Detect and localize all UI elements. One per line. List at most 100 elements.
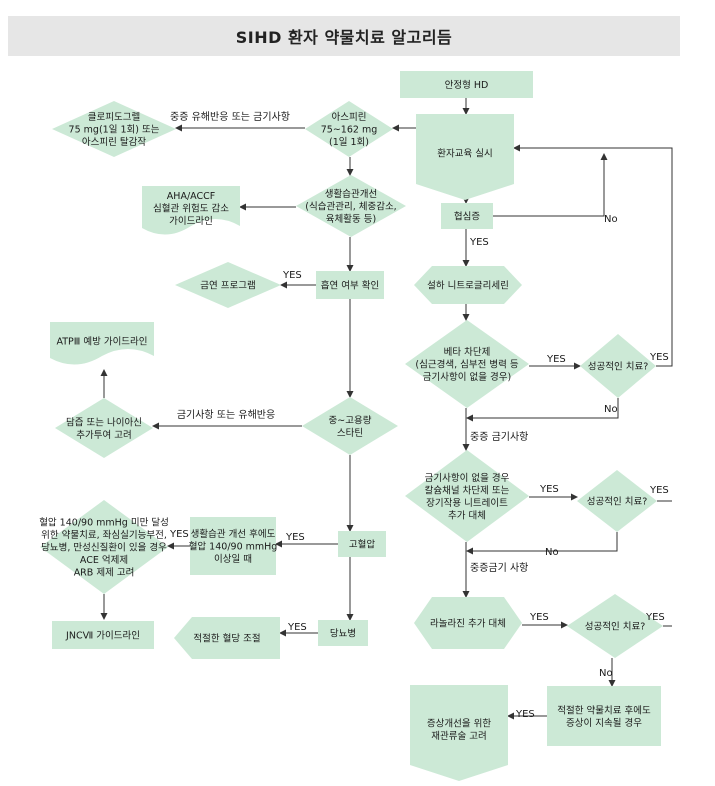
edge-label: YES bbox=[649, 485, 669, 496]
node-label: 베타 차단제 bbox=[444, 346, 491, 358]
node-label: 흡연 여부 확인 bbox=[321, 280, 379, 292]
edge-label: YES bbox=[649, 352, 669, 363]
node-glucose-control bbox=[174, 617, 280, 659]
edge-label: YES bbox=[645, 612, 665, 623]
edge-label: No bbox=[604, 404, 618, 415]
node-label: 성공적인 치료? bbox=[585, 621, 646, 633]
edge-label: YES bbox=[546, 354, 566, 365]
node-smoking-check bbox=[316, 271, 384, 299]
node-jnc7 bbox=[52, 621, 154, 649]
node-label: 환자교육 실시 bbox=[437, 148, 492, 160]
node-label: 금연 프로그램 bbox=[200, 280, 255, 292]
node-label: 안정형 HD bbox=[445, 80, 489, 91]
node-label: AHA/ACCF bbox=[167, 191, 215, 202]
edge-label: No bbox=[604, 214, 618, 225]
node-label: 위한 약물치료, 좌심실기능부전, bbox=[41, 529, 167, 541]
node-label: 협심증 bbox=[454, 211, 480, 223]
node-label: (심근경색, 심부전 병력 등 bbox=[415, 359, 518, 371]
node-patient-education bbox=[416, 114, 514, 200]
connector bbox=[493, 153, 608, 217]
connector bbox=[513, 144, 673, 367]
edge-label: YES bbox=[529, 612, 549, 623]
node-label: 생활습관개선 bbox=[325, 188, 377, 200]
node-label: 클로피도그렐 bbox=[88, 111, 141, 123]
node-label: 아스피린 bbox=[332, 112, 367, 123]
node-hypertension bbox=[338, 531, 386, 557]
node-label: 고혈압 bbox=[349, 539, 375, 551]
node-beta-blocker bbox=[405, 320, 529, 408]
edge-label: 금기사항 또는 유해반응 bbox=[177, 408, 275, 421]
edge-label: YES bbox=[287, 622, 307, 633]
edge-label: YES bbox=[469, 237, 489, 248]
node-label: 증상이 지속될 경우 bbox=[566, 717, 642, 729]
node-success-3 bbox=[567, 594, 663, 658]
node-label: 육체활동 등) bbox=[326, 213, 376, 225]
node-label: 적절한 약물치료 후에도 bbox=[557, 704, 651, 716]
node-lifestyle bbox=[296, 175, 406, 237]
node-label: 증상개선을 위한 bbox=[427, 717, 491, 729]
edge-label: 중증금기 사항 bbox=[470, 562, 528, 574]
node-label: ARB 제제 고려 bbox=[74, 567, 135, 579]
node-label: 설하 니트로글리세린 bbox=[427, 280, 509, 292]
node-label: 75 mg(1일 1회) 또는 bbox=[69, 125, 160, 136]
node-label: 심혈관 위험도 감소 bbox=[153, 203, 229, 215]
node-ccb-or-nitrate bbox=[405, 450, 529, 542]
edge-label: YES bbox=[169, 529, 189, 540]
node-label: 당뇨병 bbox=[330, 629, 356, 640]
node-label: 추가 대체 bbox=[448, 510, 486, 521]
node-atp3 bbox=[50, 322, 154, 365]
node-aspirin bbox=[305, 101, 393, 157]
node-label: 혈압 140/90 mmHg bbox=[189, 541, 278, 553]
edge-label: YES bbox=[515, 709, 535, 720]
node-success-2 bbox=[577, 470, 657, 532]
node-label: 이상일 때 bbox=[214, 554, 252, 565]
node-label: 금기사항이 없을 경우 bbox=[425, 472, 510, 484]
node-label: 중~고용량 bbox=[329, 414, 372, 426]
node-label: 재관류술 고려 bbox=[431, 730, 486, 742]
edge-label: No bbox=[599, 668, 613, 679]
edge-label: 중증 금기사항 bbox=[470, 431, 528, 443]
page-title: SIHD 환자 약물치료 알고리듬 bbox=[235, 28, 453, 47]
node-label: 라놀라진 추가 대체 bbox=[430, 619, 506, 630]
edge-label: No bbox=[545, 547, 559, 558]
node-persistent-symptoms bbox=[547, 686, 661, 746]
node-diabetes bbox=[318, 620, 368, 646]
node-aha-accf bbox=[142, 186, 240, 235]
node-clopidogrel bbox=[52, 101, 176, 157]
node-label: 스타틴 bbox=[337, 428, 363, 439]
node-ranolazine bbox=[414, 597, 522, 649]
node-label: 75~162 mg bbox=[321, 125, 378, 136]
node-label: 칼슘채널 차단제 또는 bbox=[425, 484, 510, 496]
node-label: 가이드라인 bbox=[169, 216, 213, 227]
connector bbox=[466, 398, 619, 422]
node-bile-acid bbox=[55, 398, 153, 458]
node-label: ACE 억제제 bbox=[80, 554, 128, 566]
node-success-1 bbox=[580, 334, 656, 398]
node-statin bbox=[302, 397, 398, 455]
node-label: 아스피린 탈감작 bbox=[82, 136, 146, 148]
node-label: 적절한 혈당 조절 bbox=[193, 633, 260, 645]
node-sublingual-ntg bbox=[414, 266, 522, 304]
node-label: 장기작용 니트레이트 bbox=[426, 498, 508, 509]
node-bp-goal bbox=[40, 500, 168, 594]
node-label: 혈압 140/90 mmHg 미만 달성 bbox=[39, 517, 169, 529]
node-label: 생활습관 개선 후에도 bbox=[191, 528, 276, 540]
edge-label: YES bbox=[282, 270, 302, 281]
connector bbox=[466, 532, 618, 555]
node-label: 성공적인 치료? bbox=[587, 496, 648, 508]
node-revascularization bbox=[410, 685, 508, 781]
node-label: 성공적인 치료? bbox=[588, 361, 649, 373]
node-label: 금기사항이 없을 경우) bbox=[423, 371, 511, 383]
title-bar: SIHD 환자 약물치료 알고리듬 bbox=[8, 16, 680, 56]
edge-label: 중증 유해반응 또는 금기사항 bbox=[170, 110, 290, 123]
node-label: (식습관관리, 체중감소, bbox=[305, 201, 396, 213]
node-label: 당뇨병, 만성신질환이 있을 경우 bbox=[41, 542, 167, 554]
node-bp-check bbox=[190, 517, 276, 575]
edge-label: YES bbox=[285, 532, 305, 543]
node-label: (1일 1회) bbox=[329, 137, 369, 148]
node-label: 담즙 또는 나이아신 bbox=[66, 416, 142, 428]
node-stable-hd bbox=[400, 71, 533, 98]
node-label: JNCⅦ 가이드라인 bbox=[65, 631, 140, 642]
node-angina bbox=[441, 203, 493, 229]
